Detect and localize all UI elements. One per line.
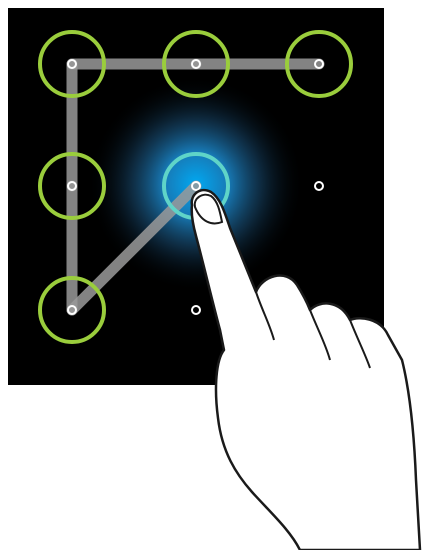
pattern-lock-illustration bbox=[0, 0, 429, 550]
